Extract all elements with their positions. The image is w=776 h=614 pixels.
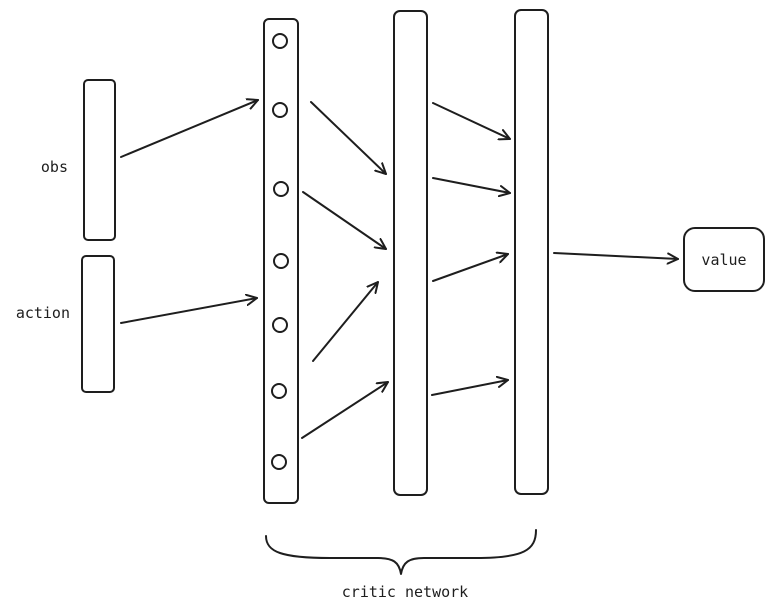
critic-network-label: critic network: [342, 583, 468, 601]
neuron: [273, 181, 289, 197]
action-to-layer1-arrow: [120, 298, 258, 324]
hidden-layer-1: [393, 10, 428, 496]
action-input-box: [81, 255, 115, 393]
neuron: [271, 383, 287, 399]
input-layer-neurons: [271, 33, 289, 470]
value-output-box: [683, 227, 765, 292]
layer3-to-value-arrow: [553, 252, 679, 259]
obs-label: obs: [41, 158, 68, 176]
layer1-to-layer2-arrow: [302, 191, 387, 250]
neuron: [271, 454, 287, 470]
layer1-to-layer2-arrow: [312, 281, 379, 362]
layer2-to-layer3-arrow: [432, 177, 511, 193]
neuron: [273, 253, 289, 269]
layer1-to-layer2-arrow: [310, 101, 387, 175]
obs-to-layer1-arrow: [120, 100, 259, 158]
layer2-to-layer3-arrow: [432, 254, 509, 282]
obs-input-box: [83, 79, 116, 241]
critic-network-brace: [265, 529, 537, 575]
layer2-to-layer3-arrow: [432, 102, 511, 139]
layer2-to-layer3-arrow: [431, 380, 509, 396]
neuron: [272, 317, 288, 333]
neuron: [272, 33, 288, 49]
value-label: value: [701, 251, 746, 269]
neuron: [272, 102, 288, 118]
input-layer: [263, 18, 299, 504]
hidden-layer-2: [514, 9, 549, 495]
action-label: action: [16, 304, 70, 322]
layer1-to-layer2-arrow: [301, 381, 389, 439]
